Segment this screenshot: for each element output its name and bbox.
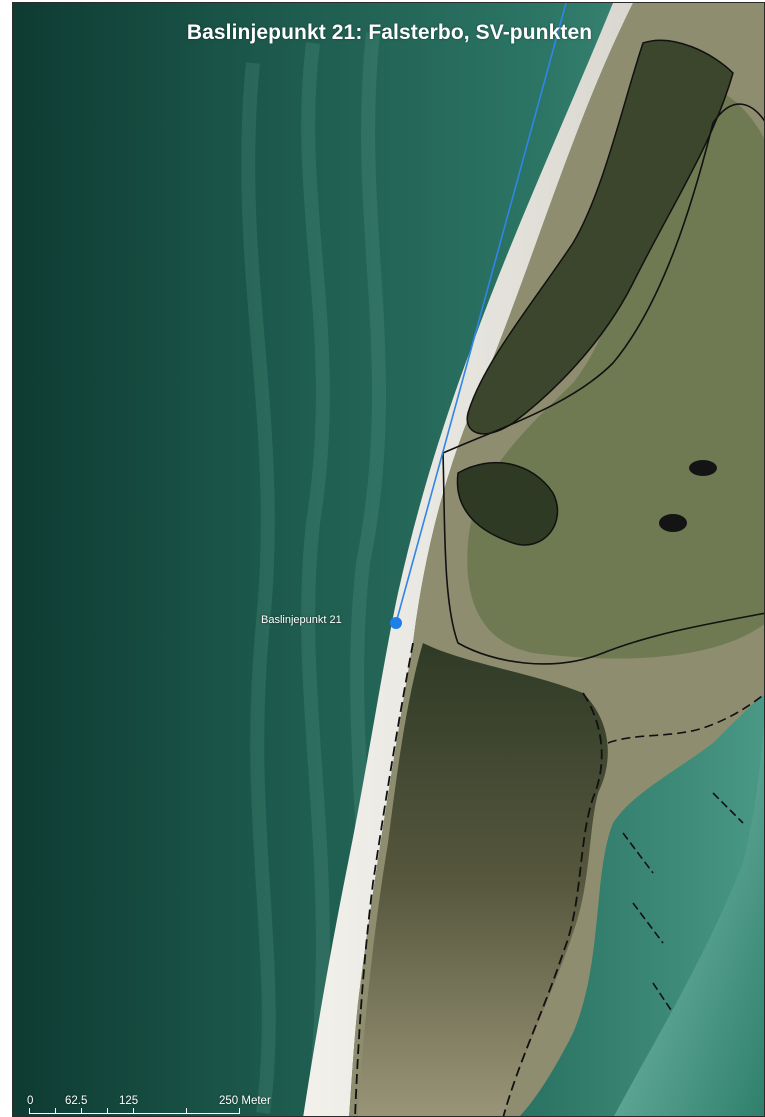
zone-outline-solid	[442, 103, 764, 665]
baseline-line	[395, 3, 567, 624]
lagoon-marsh	[358, 643, 608, 1116]
scale-tick	[239, 1108, 240, 1114]
scale-tick	[186, 1108, 187, 1114]
scale-label-62-5: 62.5	[65, 1095, 88, 1107]
map-frame: Baslinjepunkt 21: Falsterbo, SV-punkten …	[12, 2, 765, 1117]
zone-outline-dashed-west	[354, 642, 414, 1116]
scale-tick	[133, 1108, 134, 1114]
scale-line	[29, 1113, 239, 1114]
scale-label-125: 125	[119, 1095, 139, 1107]
map-title: Baslinjepunkt 21: Falsterbo, SV-punkten	[186, 21, 593, 44]
beach-sand	[303, 3, 633, 1116]
scale-tick	[81, 1108, 82, 1114]
scale-label-250: 250 Meter	[219, 1095, 271, 1107]
pond	[659, 514, 687, 532]
scale-tick	[29, 1108, 30, 1114]
baseline-point-label: Baslinjepunkt 21	[261, 614, 342, 626]
east-sea	[614, 722, 764, 1116]
zone-outline-dashed-east	[502, 692, 603, 1116]
map-canvas[interactable]	[13, 3, 765, 1117]
zone-outline-dashed-islets	[622, 792, 744, 1014]
scale-tick	[107, 1108, 108, 1114]
scale-label-0: 0	[27, 1095, 34, 1107]
scale-bar: 0 62.5 125 250 Meter	[23, 1095, 303, 1116]
baseline-point-marker[interactable]	[390, 617, 402, 629]
pond	[689, 460, 717, 476]
marsh-outline	[456, 461, 559, 546]
scale-tick	[55, 1108, 56, 1114]
